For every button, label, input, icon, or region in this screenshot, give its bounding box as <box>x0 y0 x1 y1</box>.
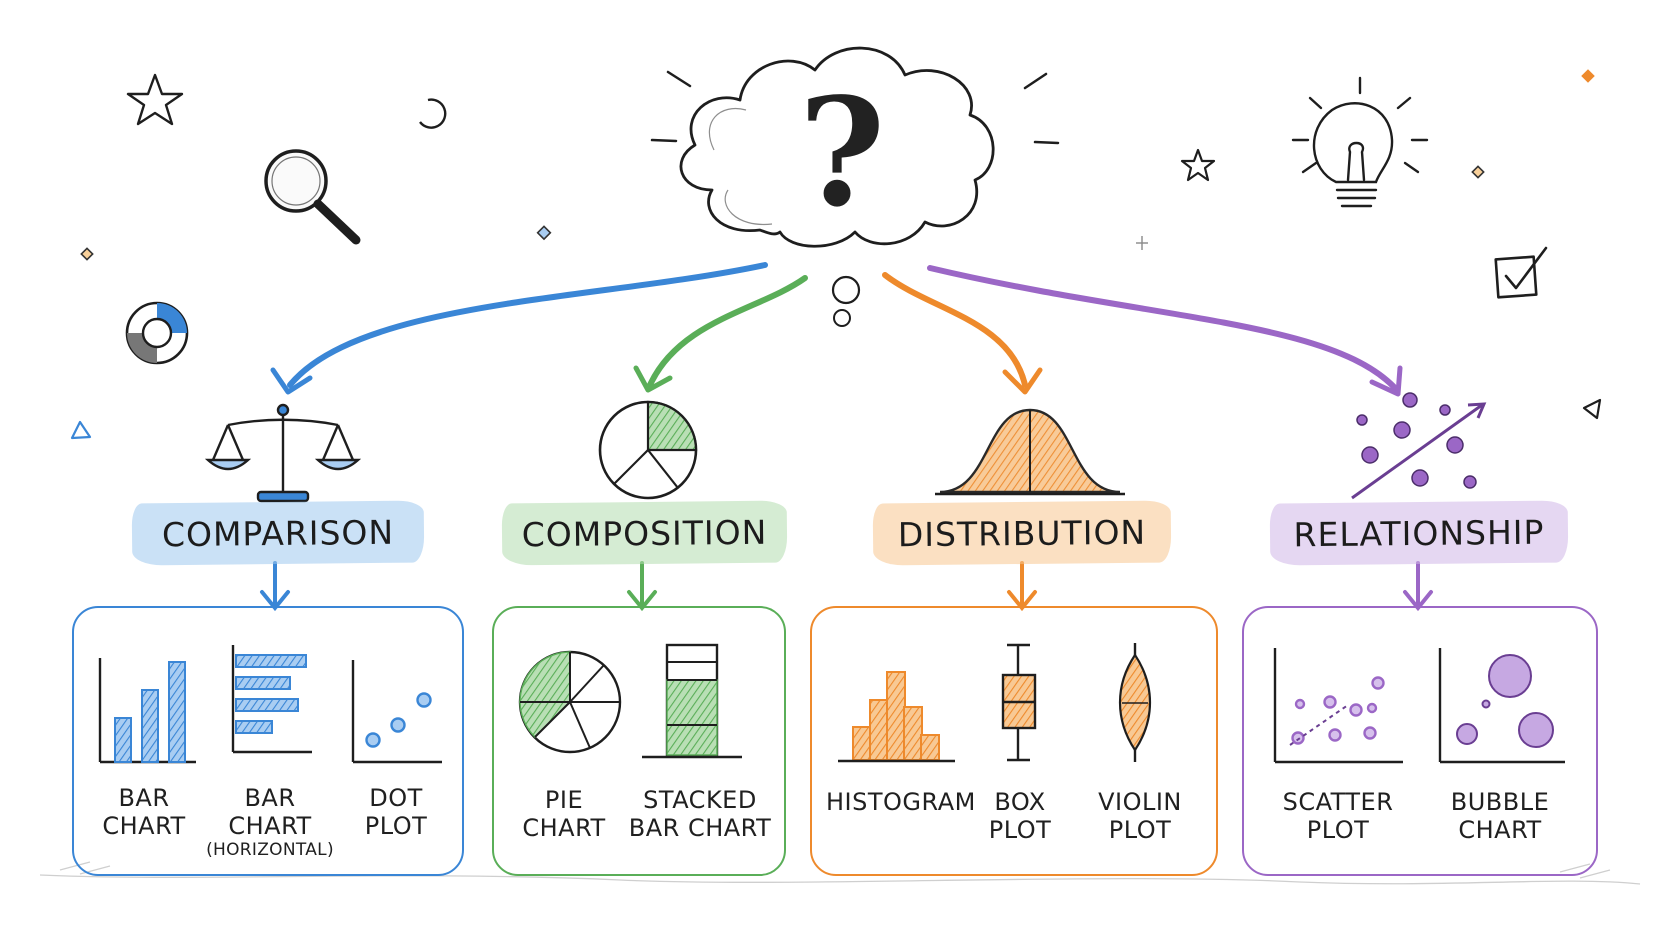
category-title-relationship: RELATIONSHIP <box>1293 512 1545 554</box>
arrow-to-relationship <box>927 265 1398 391</box>
category-title-composition: COMPOSITION <box>521 512 768 554</box>
banner-relationship: RELATIONSHIP <box>1269 500 1569 566</box>
sparkle-icon <box>1136 236 1148 250</box>
banner-distribution: DISTRIBUTION <box>872 500 1172 566</box>
histogram-icon <box>838 671 955 763</box>
thought-cloud: ? <box>650 46 1060 327</box>
donut-icon <box>125 301 189 365</box>
star-icon <box>126 73 184 126</box>
star-icon <box>1180 148 1216 182</box>
horizontal-bar-chart-icon <box>231 645 312 754</box>
violin-plot-icon <box>1119 643 1151 762</box>
arrow-to-composition <box>647 275 808 388</box>
banner-composition: COMPOSITION <box>501 500 788 566</box>
bell-curve-icon <box>935 408 1125 496</box>
scale-icon <box>204 403 362 503</box>
arrow-to-distribution <box>882 272 1028 388</box>
panel-distribution <box>810 606 1218 876</box>
bar-chart-icon <box>98 658 196 764</box>
checkbox-icon <box>1494 246 1548 299</box>
panel-relationship <box>1242 606 1598 876</box>
loading-arc-icon <box>419 98 447 129</box>
bubble-chart-icon <box>1438 648 1565 764</box>
thought-bubble-small <box>831 275 861 305</box>
scatter-trend-icon <box>1351 392 1487 500</box>
pie-chart-icon <box>518 650 622 754</box>
triangle-icon <box>70 398 1602 440</box>
box-plot-icon <box>1001 643 1037 762</box>
category-title-distribution: DISTRIBUTION <box>897 512 1147 554</box>
banner-comparison: COMPARISON <box>131 500 425 566</box>
arrow-to-comparison <box>287 262 768 388</box>
thought-bubble-tiny <box>833 309 851 327</box>
diamond-icon <box>80 69 1595 261</box>
branch-arrows <box>270 262 1403 397</box>
emphasis-marks <box>650 70 1060 145</box>
panel-composition <box>492 606 786 876</box>
pie-icon <box>598 400 698 500</box>
question-mark-icon: ? <box>798 65 886 241</box>
magnifier-icon <box>264 149 361 245</box>
dot-plot-icon <box>351 660 442 764</box>
category-title-comparison: COMPARISON <box>161 512 395 554</box>
cloud-shape <box>679 46 995 248</box>
stacked-bar-chart-icon <box>642 643 742 759</box>
lightbulb-icon <box>1291 76 1429 208</box>
banner-arrows <box>260 561 1433 612</box>
scatter-plot-icon <box>1273 648 1403 764</box>
chart-label: HISTOGRAM <box>826 788 976 816</box>
panel-comparison <box>72 606 464 876</box>
